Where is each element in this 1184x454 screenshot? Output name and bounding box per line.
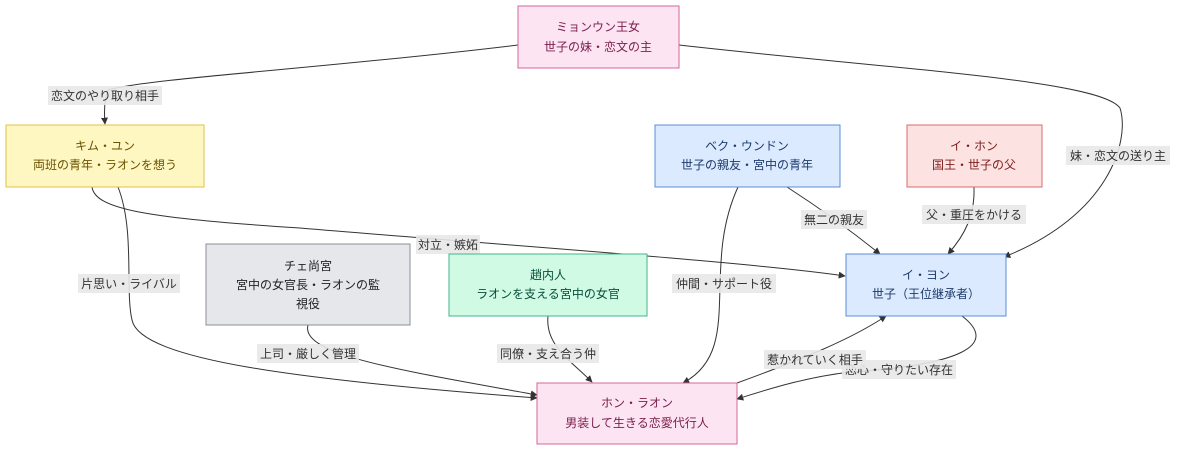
- edge-myeongeun-iyeong: [678, 44, 1123, 258]
- node-ihon[interactable]: イ・ホン 国王・世子の父: [906, 124, 1043, 188]
- edge-label-text: 惹かれていく相手: [767, 353, 863, 367]
- node-title: ベク・ウンドン: [705, 139, 789, 153]
- edge-chae-hon: [307, 324, 538, 398]
- node-baek[interactable]: ベク・ウンドン 世子の親友・宮中の青年: [654, 124, 841, 188]
- edge-label-jo-hon: 同僚・支え合う仲: [497, 344, 599, 363]
- edge-label-text: 無二の親友: [804, 212, 864, 227]
- node-jo[interactable]: 趙内人 ラオンを支える宮中の女官: [448, 253, 648, 317]
- node-subtitle: 国王・世子の父: [932, 158, 1016, 172]
- edge-hon-iyeong: [736, 315, 887, 384]
- edge-label-text: 上司・厳しく管理: [260, 346, 356, 361]
- edge-label-ihon-iyeong: 父・重圧をかける: [922, 205, 1026, 224]
- node-title: キム・ユン: [75, 139, 135, 153]
- edge-label-text: 妹・恋文の送り主: [1070, 148, 1166, 163]
- edge-label-text: 恋心・守りたい存在: [845, 362, 953, 377]
- edge-kim-iyeong: [91, 186, 846, 279]
- node-title: ミョンウン王女: [556, 19, 640, 34]
- node-title: 趙内人: [530, 267, 566, 282]
- edge-label-text: 恋文のやり取り相手: [51, 88, 159, 103]
- edge-label-text: 仲間・サポート役: [676, 276, 772, 291]
- node-hon[interactable]: ホン・ラオン 男装して生きる恋愛代行人: [536, 382, 738, 445]
- edge-label-baek-hon: 仲間・サポート役: [672, 274, 776, 293]
- edge-label-baek-iyeong: 無二の親友: [801, 210, 867, 229]
- edge-label-text: 同僚・支え合う仲: [500, 346, 596, 361]
- node-title: イ・ホン: [950, 139, 998, 153]
- node-subtitle: 両班の青年・ラオンを想う: [33, 157, 177, 172]
- node-title: イ・ヨン: [902, 268, 950, 282]
- node-myeongeun[interactable]: ミョンウン王女 世子の妹・恋文の主: [517, 5, 680, 69]
- node-title: ホン・ラオン: [601, 396, 673, 410]
- edge-label-text: 父・重圧をかける: [926, 208, 1022, 222]
- edge-myeongeun-kim: [100, 44, 519, 125]
- edge-label-hon-iyeong: 惹かれていく相手: [764, 350, 866, 369]
- node-iyeong[interactable]: イ・ヨン 世子（王位継承者）: [845, 253, 1007, 317]
- node-subtitle: 男装して生きる恋愛代行人: [565, 415, 708, 430]
- node-title: チェ尚宮: [284, 258, 332, 273]
- node-subtitle: 世子（王位継承者）: [872, 286, 980, 301]
- node-subtitle: 世子の親友・宮中の青年: [681, 157, 813, 172]
- edge-kim-hon: [117, 186, 538, 402]
- edge-label-text: 片思い・ライバル: [81, 277, 177, 291]
- edge-label-kim-hon: 片思い・ライバル: [78, 274, 180, 293]
- nodes: ミョンウン王女 世子の妹・恋文の主 キム・ユン 両班の青年・ラオンを想う ベク・…: [5, 5, 1043, 445]
- node-kim[interactable]: キム・ユン 両班の青年・ラオンを想う: [5, 124, 205, 188]
- edge-label-text: 対立・嫉妬: [418, 237, 478, 252]
- edge-label-iyeong-hon: 恋心・守りたい存在: [842, 360, 956, 379]
- node-subtitle-cont: 視役: [296, 296, 320, 311]
- edge-labels: 恋文のやり取り相手 妹・恋文の送り主 対立・嫉妬 片思い・ライバル 無二の親友 …: [48, 86, 1170, 379]
- node-subtitle: ラオンを支える宮中の女官: [476, 286, 620, 301]
- edge-baek-hon: [682, 186, 739, 384]
- node-chae[interactable]: チェ尚宮 宮中の女官長・ラオンの監 視役: [205, 243, 411, 326]
- edge-label-chae-hon: 上司・厳しく管理: [257, 344, 359, 363]
- edge-label-myeongeun-iyeong: 妹・恋文の送り主: [1066, 146, 1170, 165]
- node-subtitle: 宮中の女官長・ラオンの監: [236, 277, 380, 292]
- node-subtitle: 世子の妹・恋文の主: [544, 39, 652, 54]
- edge-label-kim-iyeong: 対立・嫉妬: [416, 235, 480, 254]
- edge-label-myeongeun-kim: 恋文のやり取り相手: [48, 86, 162, 105]
